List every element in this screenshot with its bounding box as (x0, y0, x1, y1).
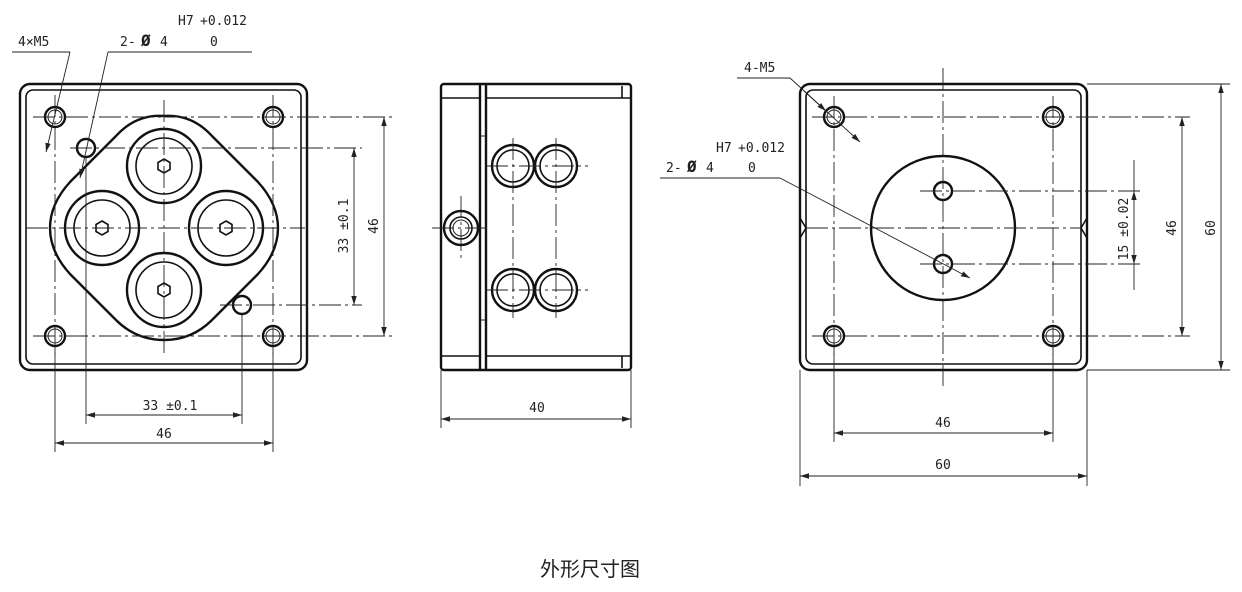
right-dim-body-vertical: 60 (1204, 220, 1219, 236)
left-callout-thread: 4×M5 (18, 35, 49, 50)
left-center-lines (26, 95, 392, 358)
right-dim-pin-vertical: 15 ±0.02 (1117, 198, 1132, 261)
right-center-lines (806, 68, 1190, 386)
right-callout-tol-grade: H7 (716, 141, 732, 156)
left-callout-tol-lower: 0 (210, 35, 218, 50)
left-body-outline (18, 82, 309, 372)
left-view: 33 ±0.1 46 33 ±0.1 46 4×M5 2- Ø 4 H7 +0.… (12, 14, 392, 452)
left-dim-pin-vertical: 33 ±0.1 (337, 199, 352, 254)
side-body-outline (439, 82, 633, 372)
left-thread-leader (45, 51, 71, 153)
right-view: 46 60 15 ±0.02 46 60 4-M5 2- Ø 4 H7 +0.0… (660, 61, 1230, 486)
side-view: 40 (432, 82, 633, 428)
side-screw (432, 196, 490, 260)
left-dim-hole-horizontal: 46 (156, 427, 172, 442)
right-corner-holes (822, 105, 1065, 348)
left-dim-hole-vertical: 46 (367, 218, 382, 234)
right-callout-pin-count: 2- (666, 161, 682, 176)
left-body-inner-outline (25, 89, 302, 365)
right-callout-tol-lower: 0 (748, 161, 756, 176)
right-callout-tol-upper: +0.012 (738, 141, 785, 156)
left-callout-pin-dia: 4 (160, 35, 168, 50)
drawing-caption: 外形尺寸图 (540, 557, 640, 581)
right-callout-thread: 4-M5 (744, 61, 775, 76)
side-ports (486, 138, 588, 318)
right-body-inner-outline (805, 89, 1082, 365)
left-dim-pin-horizontal: 33 ±0.1 (143, 399, 198, 414)
right-dim-body-horizontal: 60 (935, 458, 951, 473)
right-dim-hole-vertical: 46 (1165, 220, 1180, 236)
left-callout-tol-upper: +0.012 (200, 14, 247, 29)
side-dim-width: 40 (529, 401, 545, 416)
right-callout-pin-dia-symbol: Ø (686, 157, 697, 176)
right-callout-pin-dia: 4 (706, 161, 714, 176)
left-callout-pin-count: 2- (120, 35, 136, 50)
right-body-outline (798, 82, 1089, 372)
left-callout-tol-grade: H7 (178, 14, 194, 29)
right-pin-leader (779, 177, 971, 279)
left-extension-lines (54, 158, 274, 452)
left-pin-leader (79, 51, 109, 179)
right-dim-hole-horizontal: 46 (935, 416, 951, 431)
left-callout-pin-dia-symbol: Ø (140, 31, 151, 50)
